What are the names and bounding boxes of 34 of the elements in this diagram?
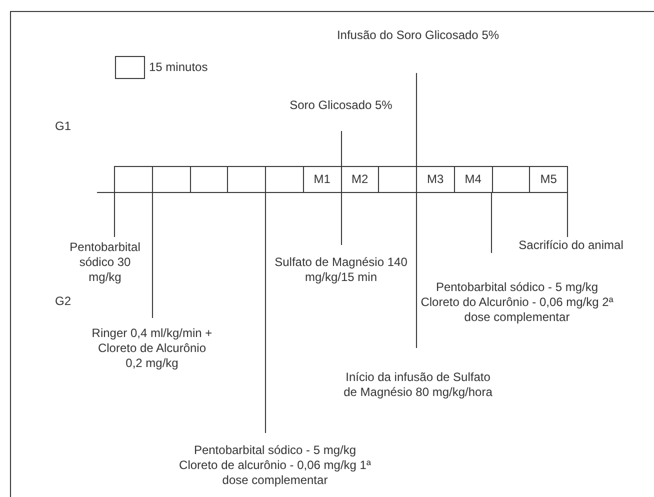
timeline-cell: M2 (340, 166, 380, 193)
timeline-cell: M4 (454, 166, 492, 193)
annotation-text: Pentobarbital sódico - 5 mg/kg Cloreto de alcurônio - 0,06 mg/kg 1ª dose complementar (175, 443, 375, 488)
leader-line (341, 192, 342, 246)
timeline-cell (492, 166, 530, 193)
annotation-text: Pentobarbital sódico 30 mg/kg (67, 240, 143, 285)
legend-text: 15 minutos (149, 60, 208, 74)
timeline-cell (227, 166, 266, 193)
leader-line (416, 72, 417, 166)
timeline-cell: M1 (302, 166, 342, 193)
leader-line (567, 192, 568, 238)
annotation-text: Sulfato de Magnésio 140 mg/kg/15 min (271, 255, 411, 285)
annotation-text: Soro Glicosado 5% (286, 98, 396, 113)
leader-line (152, 192, 153, 318)
timeline-cell (265, 166, 304, 193)
timeline-cell (114, 166, 153, 193)
timeline-cell: M5 (529, 166, 568, 193)
timeline-cell: M3 (416, 166, 455, 193)
leader-line (416, 192, 417, 348)
timeline-cell (190, 166, 228, 193)
leader-line (491, 192, 492, 254)
leader-line (114, 192, 115, 238)
group-label: G2 (55, 294, 72, 308)
group-label: G1 (55, 119, 72, 133)
annotation-text: Início da infusão de Sulfato de Magnésio 80 mg/kg/hora (343, 370, 493, 400)
annotation-text: Infusão do Soro Glicosado 5% (318, 28, 518, 43)
annotation-text: Sacrifício do animal (506, 238, 636, 253)
annotation-text: Pentobarbital sódico - 5 mg/kg Cloreto do Alcurônio - 0,06 mg/kg 2ª dose complementar (417, 280, 617, 325)
annotation-text: Ringer 0,4 ml/kg/min + Cloreto de Alcurônio 0,2 mg/kg (90, 326, 214, 371)
leader-line (341, 130, 342, 166)
timeline-cell (378, 166, 417, 193)
timeline-bar (114, 166, 568, 193)
timeline-cell (152, 166, 190, 193)
leader-line (265, 192, 266, 434)
